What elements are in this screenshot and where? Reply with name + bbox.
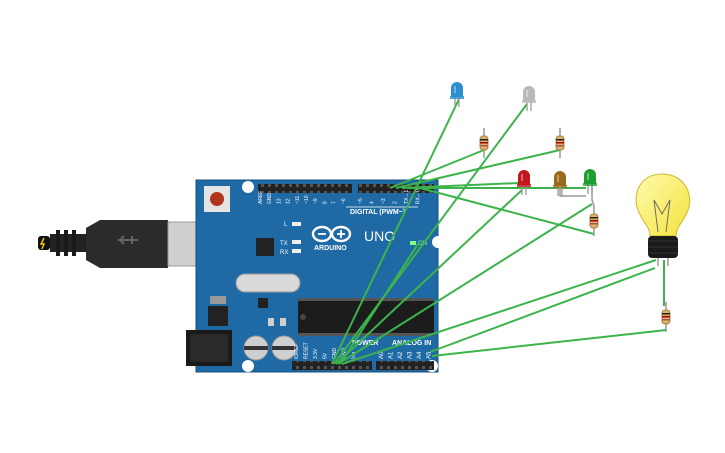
analog-label: ANALOG IN bbox=[392, 340, 431, 347]
wire[interactable] bbox=[429, 267, 656, 353]
usb-connector-body bbox=[86, 220, 168, 268]
light-bulb[interactable] bbox=[635, 173, 691, 266]
l-label: L bbox=[284, 222, 288, 228]
small-chip bbox=[258, 298, 268, 308]
wire[interactable] bbox=[431, 329, 667, 357]
pin-label: 13 bbox=[276, 198, 282, 204]
analog-header[interactable] bbox=[376, 361, 434, 370]
power-pin-label: 5V bbox=[323, 352, 329, 359]
arduino-logo-icon bbox=[311, 225, 352, 243]
pin-label: 8 bbox=[322, 201, 328, 204]
crystal-oscillator bbox=[235, 273, 301, 293]
pin-label: ~9 bbox=[313, 198, 319, 204]
pin-label: TX→1 bbox=[404, 190, 410, 204]
power-pin-label: GND bbox=[332, 348, 338, 360]
resistor[interactable] bbox=[589, 206, 599, 236]
pin-label: ~5 bbox=[358, 198, 364, 204]
analog-pin-label: A4 bbox=[417, 351, 423, 359]
wire[interactable] bbox=[341, 259, 657, 365]
analog-pin-label: A3 bbox=[408, 351, 414, 359]
wire[interactable] bbox=[331, 98, 460, 365]
resistor[interactable] bbox=[661, 302, 671, 332]
brand-label: ARDUINO bbox=[314, 245, 347, 252]
digital-header-left[interactable] bbox=[258, 184, 352, 193]
analog-pin-label: A2 bbox=[398, 351, 404, 359]
wire[interactable] bbox=[389, 149, 485, 189]
mount-hole bbox=[432, 236, 444, 248]
blue-led[interactable] bbox=[450, 82, 464, 107]
pin-label: 4 bbox=[370, 201, 376, 204]
pin-label: RX←0 bbox=[416, 189, 422, 204]
rx-led bbox=[292, 249, 301, 253]
mount-hole bbox=[242, 360, 254, 372]
usb-cable-plug-end bbox=[38, 236, 50, 250]
power-label: POWER bbox=[352, 340, 378, 347]
analog-pin-label: A0 bbox=[379, 351, 385, 359]
rx-label: RX bbox=[280, 250, 288, 256]
pin-label: ~10 bbox=[304, 195, 310, 204]
digital-label: DIGITAL (PWM~) bbox=[350, 209, 405, 216]
usb-icon bbox=[118, 235, 138, 245]
pin-label: ~11 bbox=[295, 196, 301, 204]
power-pin-label: GND bbox=[342, 348, 348, 360]
analog-pin-label: A1 bbox=[389, 351, 395, 359]
pin-label: ~6 bbox=[341, 198, 347, 204]
white-led[interactable] bbox=[522, 86, 536, 111]
pin-label: AREF bbox=[258, 191, 264, 204]
wire[interactable] bbox=[419, 187, 595, 235]
digital-header-right[interactable] bbox=[358, 184, 434, 193]
model-label: UNO bbox=[364, 228, 395, 244]
l-led bbox=[292, 222, 301, 226]
wire[interactable] bbox=[339, 243, 419, 365]
analog-pin-label: A5 bbox=[427, 351, 433, 359]
bulb-glass bbox=[635, 173, 691, 237]
tx-led bbox=[292, 240, 301, 244]
voltage-regulator bbox=[208, 306, 228, 326]
on-led bbox=[410, 241, 416, 245]
green-led[interactable] bbox=[583, 169, 597, 194]
pin-label: GND bbox=[267, 193, 273, 205]
tx-label: TX bbox=[280, 241, 288, 247]
bulb-filament bbox=[653, 199, 671, 233]
usb-chip bbox=[256, 238, 274, 256]
pin-label: 12 bbox=[286, 198, 292, 204]
power-pin-label: Vin bbox=[351, 352, 357, 359]
reset-button[interactable] bbox=[210, 192, 224, 206]
pin-label: ~3 bbox=[381, 198, 387, 204]
pin-label: 7 bbox=[332, 201, 338, 204]
wire[interactable] bbox=[337, 203, 593, 365]
wire[interactable] bbox=[335, 189, 523, 365]
pin-label: 2 bbox=[393, 201, 399, 204]
mount-hole bbox=[242, 181, 254, 193]
resistor[interactable] bbox=[479, 128, 489, 158]
voltage-regulator-tab bbox=[210, 296, 226, 304]
power-header[interactable] bbox=[292, 361, 372, 370]
lightning-icon bbox=[39, 237, 46, 250]
power-pin-label: IOREF bbox=[294, 344, 300, 359]
red-led[interactable] bbox=[517, 170, 531, 195]
power-pin-label: RESET bbox=[304, 342, 310, 359]
wire[interactable] bbox=[333, 103, 528, 365]
power-pin-label: 3.3V bbox=[313, 348, 319, 359]
resistor[interactable] bbox=[555, 128, 565, 158]
